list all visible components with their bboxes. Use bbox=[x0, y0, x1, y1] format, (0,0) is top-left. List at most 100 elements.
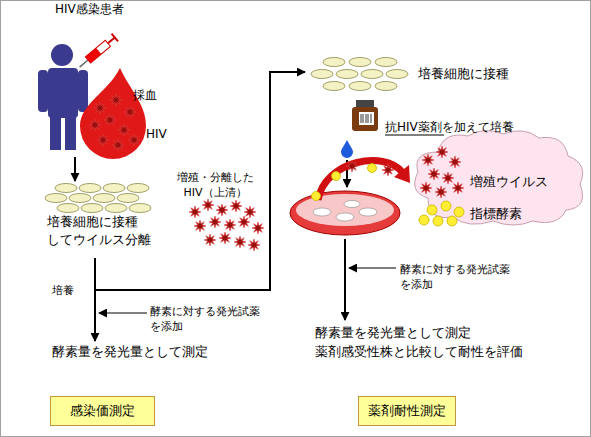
virus bbox=[428, 168, 440, 180]
virus bbox=[110, 94, 122, 106]
syringe-blood bbox=[85, 48, 101, 63]
virus bbox=[230, 200, 242, 212]
virus bbox=[97, 134, 109, 146]
flow-arrow bbox=[74, 157, 76, 181]
cell bbox=[105, 204, 127, 213]
virus bbox=[204, 234, 216, 246]
reagent-arrow bbox=[99, 313, 147, 314]
cell bbox=[336, 70, 358, 79]
step-text: 抗HIV薬剤を加えて培養 bbox=[385, 120, 514, 134]
virus bbox=[244, 206, 256, 218]
dish-cell bbox=[313, 208, 331, 216]
barcode-bar bbox=[361, 114, 362, 123]
release-arrow bbox=[318, 161, 402, 200]
cell bbox=[349, 82, 371, 91]
virus bbox=[89, 119, 101, 131]
box-title: 薬剤耐性測定 bbox=[368, 403, 446, 419]
flow-arrow bbox=[346, 160, 348, 187]
virus bbox=[216, 204, 228, 216]
barcode-bar bbox=[368, 114, 369, 123]
bottle-body bbox=[352, 107, 378, 131]
cell bbox=[69, 194, 91, 203]
patient-label: HIV感染患者 bbox=[55, 2, 124, 16]
virus bbox=[209, 216, 221, 228]
patient-figure bbox=[38, 44, 88, 150]
step-label: 培養 bbox=[52, 284, 74, 297]
cell bbox=[79, 184, 101, 193]
cell bbox=[311, 70, 333, 79]
virus bbox=[252, 222, 264, 234]
cloud-text: 指標酵素 bbox=[470, 206, 522, 222]
virus bbox=[128, 134, 140, 146]
virus-cluster bbox=[420, 146, 464, 198]
bottle-cap bbox=[356, 100, 374, 108]
enzyme bbox=[427, 205, 437, 215]
bottle-label bbox=[359, 112, 374, 125]
virus bbox=[452, 182, 464, 194]
virus bbox=[420, 182, 432, 194]
dish-medium bbox=[296, 194, 394, 226]
release-arrow-head bbox=[394, 165, 410, 183]
virus bbox=[436, 146, 448, 158]
enzyme-cluster bbox=[419, 201, 464, 226]
cell bbox=[93, 194, 115, 203]
virus bbox=[248, 239, 260, 251]
virus bbox=[118, 124, 130, 136]
patient-head bbox=[51, 44, 73, 66]
virus bbox=[382, 164, 394, 176]
cell bbox=[55, 184, 77, 193]
virus bbox=[435, 186, 447, 198]
virus-cluster bbox=[189, 199, 264, 251]
enzyme bbox=[454, 207, 464, 217]
patient-torso bbox=[48, 68, 78, 118]
cultured-cells bbox=[311, 58, 408, 91]
blood-drop bbox=[80, 68, 146, 159]
enzyme bbox=[368, 164, 377, 173]
enzyme bbox=[433, 216, 443, 226]
cell bbox=[323, 82, 345, 91]
step-text: 培養細胞に接種 bbox=[418, 66, 509, 82]
virus bbox=[202, 199, 214, 211]
virus bbox=[194, 220, 206, 232]
enzyme bbox=[332, 172, 341, 181]
dish-rim bbox=[290, 191, 400, 235]
enzyme bbox=[312, 192, 321, 201]
result-cloud: 増殖ウイルス指標酵素 bbox=[408, 126, 590, 230]
cell bbox=[127, 184, 149, 193]
barcode-bar bbox=[366, 114, 367, 123]
step-text: 薬剤感受性株と比較して耐性を評価 bbox=[315, 344, 523, 360]
barcode bbox=[361, 114, 371, 123]
syringe-plunger bbox=[112, 34, 118, 42]
step-text: 酵素量を発光量として測定 bbox=[52, 344, 208, 360]
dish-cell bbox=[344, 201, 360, 208]
reagent-arrow bbox=[349, 268, 396, 269]
virus-label: 増殖・分離した HIV（上清） bbox=[170, 170, 260, 200]
flow-arrow bbox=[94, 258, 96, 341]
drug-bottle bbox=[352, 100, 378, 131]
cultured-cells bbox=[45, 184, 151, 213]
step-text: 培養細胞に接種 してウイルス分離 bbox=[47, 213, 159, 249]
cell bbox=[45, 194, 67, 203]
virus bbox=[224, 219, 236, 231]
virus bbox=[346, 160, 358, 172]
virus-label: HIV bbox=[146, 127, 167, 141]
cloud-text: 増殖ウイルス bbox=[470, 174, 548, 190]
virus bbox=[422, 154, 434, 166]
cell bbox=[349, 58, 371, 67]
reagent-note: 酵素に対する発光試薬 を添加 bbox=[400, 262, 516, 292]
step-text: 酵素量を発光量として測定 bbox=[315, 325, 471, 341]
box-title: 感染価測定 bbox=[70, 403, 135, 419]
method-box: 薬剤耐性測定 bbox=[358, 396, 456, 426]
barcode-bar bbox=[363, 114, 364, 123]
virus-cluster bbox=[89, 94, 140, 151]
virus bbox=[234, 236, 246, 248]
cell bbox=[117, 194, 139, 203]
method-box: 感染価測定 bbox=[50, 396, 155, 426]
enzyme bbox=[447, 216, 457, 226]
cell bbox=[375, 58, 397, 67]
step-label: 採血 bbox=[133, 88, 157, 102]
